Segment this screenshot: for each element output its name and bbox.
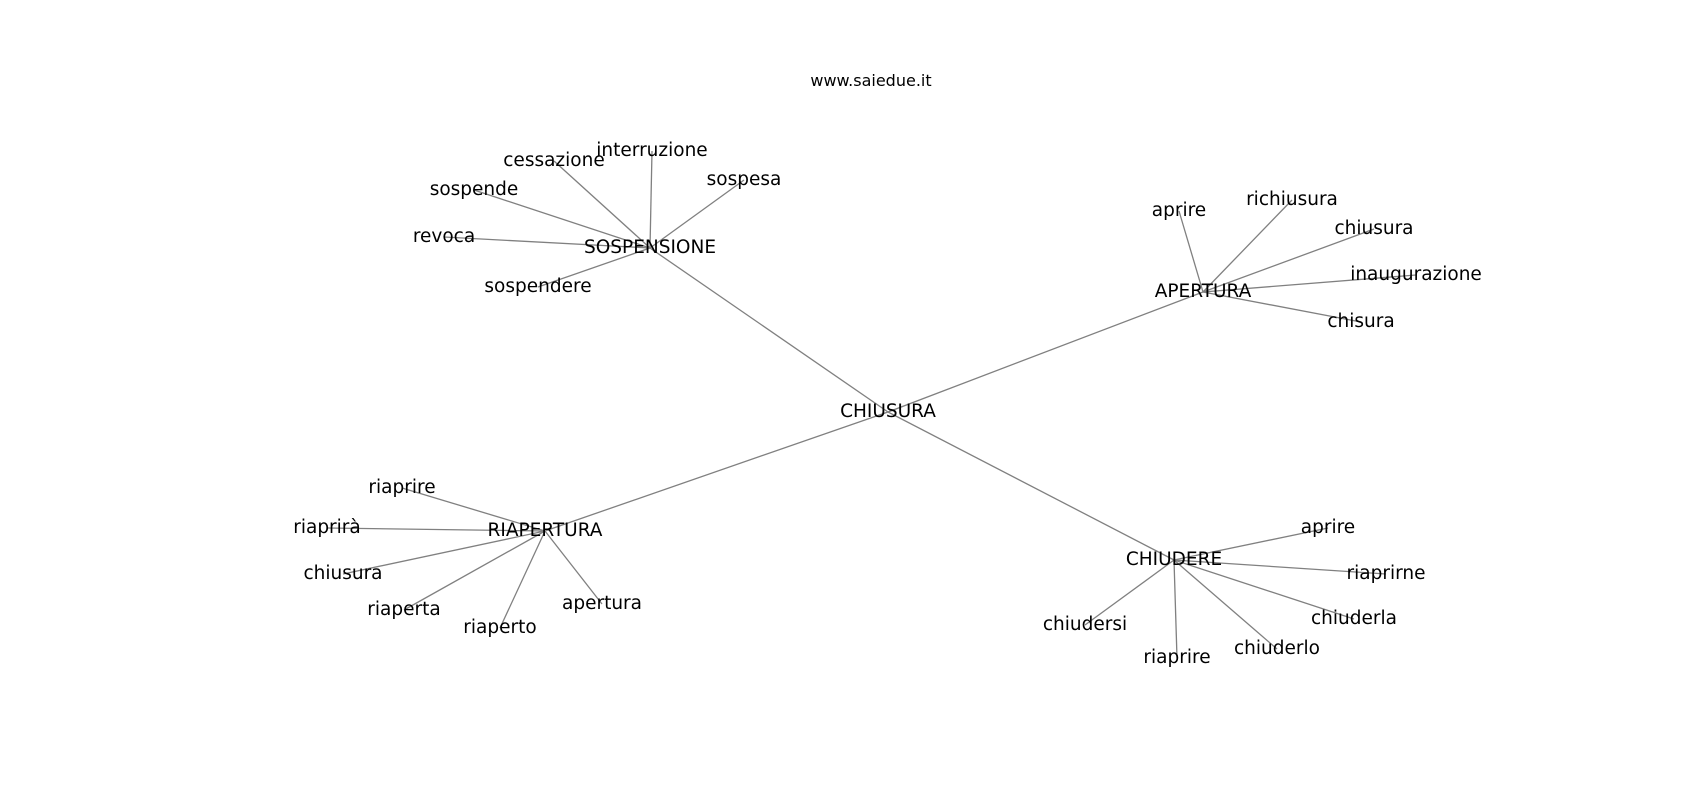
- leaf-node-label: chiusura: [303, 563, 382, 584]
- leaf-node-label: chiuderla: [1311, 608, 1397, 629]
- edge-hub-to-leaf: [1173, 559, 1178, 659]
- leaf-node-label: interruzione: [596, 140, 707, 161]
- labels-layer: CHIUSURA SOSPENSIONE interruzionecessazion…: [293, 140, 1482, 668]
- edge-hub-to-leaf: [326, 527, 546, 532]
- edge-center-to-hub: [887, 291, 1204, 413]
- leaf-node-label: sospende: [430, 179, 519, 200]
- edge-hub-to-leaf: [342, 530, 546, 575]
- edge-hub-to-leaf: [1202, 199, 1293, 293]
- center-node-label: CHIUSURA: [840, 401, 936, 422]
- edge-hub-to-leaf: [1202, 228, 1375, 293]
- leaf-node-label: cessazione: [503, 150, 604, 171]
- leaf-node-label: riaprire: [1143, 647, 1210, 668]
- edge-hub-to-leaf: [401, 487, 546, 532]
- leaf-node-label: revoca: [413, 226, 475, 247]
- edge-center-to-hub: [887, 411, 1175, 561]
- edge-hub-to-leaf: [1084, 559, 1175, 626]
- edge-hub-to-leaf: [473, 189, 651, 249]
- edge-hub-to-leaf: [443, 236, 651, 249]
- leaf-node-label: aprire: [1301, 517, 1355, 538]
- edge-hub-to-leaf: [537, 247, 651, 288]
- leaf-node-label: richiusura: [1246, 189, 1338, 210]
- leaf-node-label: chiudersi: [1043, 614, 1127, 635]
- leaf-node-label: riaperto: [463, 617, 536, 638]
- edge-hub-to-leaf: [1178, 210, 1204, 293]
- edge-center-to-hub: [649, 247, 889, 413]
- edge-hub-to-leaf: [1173, 559, 1387, 575]
- leaf-node-label: sospendere: [484, 276, 591, 297]
- edge-hub-to-leaf: [1173, 527, 1329, 561]
- leaf-node-label: chiuderlo: [1234, 638, 1320, 659]
- leaf-node-label: riaprirà: [293, 517, 361, 538]
- edge-hub-to-leaf: [403, 530, 546, 611]
- edge-hub-to-leaf: [1202, 291, 1362, 323]
- leaf-node-label: chisura: [1327, 311, 1394, 332]
- edge-hub-to-leaf: [649, 179, 745, 249]
- edge-hub-to-leaf: [1173, 559, 1355, 620]
- hub-node-label: CHIUDERE: [1126, 549, 1222, 570]
- edge-hub-to-leaf: [499, 530, 546, 629]
- edge-hub-to-leaf: [649, 150, 653, 249]
- edge-hub-to-leaf: [1202, 274, 1417, 293]
- edge-hub-to-leaf: [544, 530, 603, 605]
- leaf-node-label: riaprire: [368, 477, 435, 498]
- leaf-node-label: riaprirne: [1347, 563, 1426, 584]
- leaf-node-label: inaugurazione: [1350, 264, 1482, 285]
- edges-layer: [326, 150, 1417, 659]
- leaf-node-label: apertura: [562, 593, 642, 614]
- hub-node-label: RIAPERTURA: [488, 520, 603, 541]
- edge-hub-to-leaf: [1173, 559, 1278, 650]
- leaf-node-label: chiusura: [1334, 218, 1413, 239]
- hub-node-label: APERTURA: [1155, 281, 1252, 302]
- leaf-node-label: riaperta: [367, 599, 440, 620]
- edge-center-to-hub: [544, 411, 889, 532]
- leaf-node-label: aprire: [1152, 200, 1206, 221]
- hub-node-label: SOSPENSIONE: [584, 237, 716, 258]
- watermark-text: www.saiedue.it: [810, 71, 932, 90]
- edge-hub-to-leaf: [553, 160, 651, 249]
- leaf-node-label: sospesa: [707, 169, 782, 190]
